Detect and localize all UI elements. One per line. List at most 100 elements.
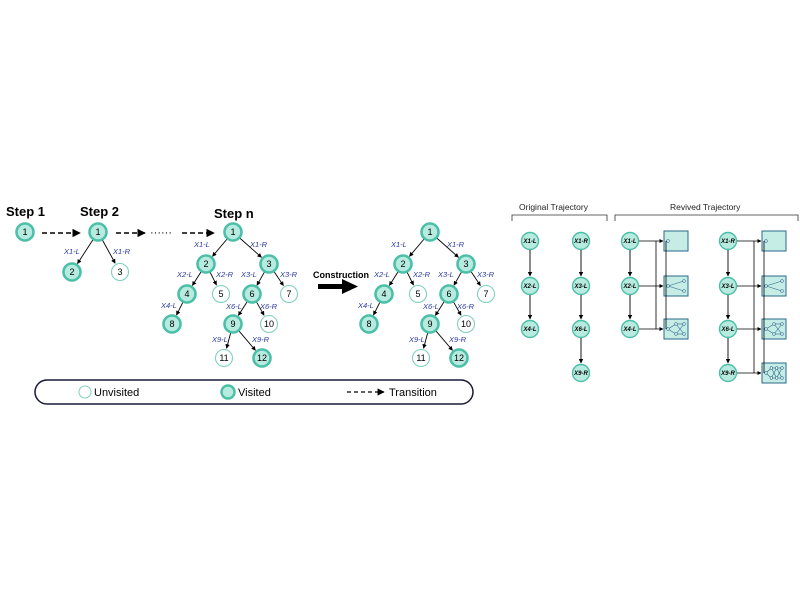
network-link: [776, 367, 783, 379]
node-number: 6: [446, 289, 451, 299]
tree-node-7: 7: [279, 284, 299, 304]
tree-node-4: 4: [177, 284, 197, 304]
step-1-title: Step 1: [6, 204, 45, 219]
tree-node-3: 3: [110, 262, 130, 282]
node-number: 2: [203, 259, 208, 269]
visited-node-circle: [196, 254, 216, 274]
unvisited-node-circle: [411, 348, 431, 368]
revived-node-x4-l: X4-L: [620, 319, 640, 339]
trajectory-node-circle: [620, 276, 640, 296]
tree-node-6: 6: [242, 284, 262, 304]
edge-label-x9-l: X9-L: [408, 335, 425, 344]
legend-transition-label: Transition: [389, 387, 437, 399]
tree-edge-3-6: [453, 271, 462, 286]
tree-node-12: 12: [449, 348, 469, 368]
node-number: 8: [169, 319, 174, 329]
original-node-x3-l: X3-L: [571, 276, 591, 296]
network-link: [773, 323, 783, 335]
network-icon: [761, 318, 787, 340]
revived-node-x9-r: X9-R: [718, 363, 738, 383]
node-number: 12: [257, 353, 267, 363]
edge-label-x6-l: X6-L: [225, 302, 242, 311]
network-unit: [674, 332, 678, 336]
legend: Unvisited Visited Transition: [34, 379, 474, 405]
trajectory-node-label: X6-L: [573, 327, 587, 333]
edge-label-x1-r: X1-R: [112, 247, 131, 256]
node-number: 5: [218, 289, 223, 299]
visited-node-circle: [393, 254, 413, 274]
tree-edge-2-5: [209, 271, 217, 286]
network-unit: [682, 332, 686, 336]
tree-edge-4-8: [373, 301, 381, 316]
network-link: [765, 285, 783, 292]
network-icon: [663, 318, 689, 340]
tree-edge-6-10: [453, 301, 462, 316]
edge-label-x1-r: X1-R: [446, 240, 465, 249]
tree-edge-3-7: [470, 271, 481, 287]
step-n-title: Step n: [214, 206, 254, 221]
tree-node-1: 1: [88, 222, 108, 242]
network-unit: [764, 284, 768, 288]
tree-node-10: 10: [456, 314, 476, 334]
edge-label-x6-r: X6-R: [456, 302, 475, 311]
visited-node-circle: [223, 314, 243, 334]
node-number: 5: [415, 289, 420, 299]
visited-node-circle: [162, 314, 182, 334]
network-unit: [666, 327, 670, 331]
original-node-x1-r: X1-R: [571, 231, 591, 251]
trajectory-node-circle: [620, 231, 640, 251]
network-unit: [666, 239, 670, 243]
visited-node-circle: [259, 254, 279, 274]
tree-edge-9-11: [422, 332, 429, 349]
node-number: 7: [483, 289, 488, 299]
node-number: 3: [266, 259, 271, 269]
unvisited-node-circle: [214, 348, 234, 368]
network-unit: [780, 332, 784, 336]
visited-node-circle: [177, 284, 197, 304]
network-unit: [772, 332, 776, 336]
edge-label-x3-r: X3-R: [279, 270, 298, 279]
node-number: 9: [427, 319, 432, 329]
unvisited-node-circle: [211, 284, 231, 304]
edge-label-x4-l: X4-L: [160, 301, 177, 310]
trajectory-section: Original Trajectory Revived Trajectory: [511, 202, 799, 221]
network-unit: [682, 322, 686, 326]
edge-label-x4-l: X4-L: [357, 301, 374, 310]
tree-edge-1-3: [239, 237, 262, 258]
original-node-x1-l: X1-L: [520, 231, 540, 251]
construction-label: Construction: [313, 270, 369, 280]
node-number: 11: [219, 353, 228, 363]
trajectory-node-label: X1-R: [720, 239, 735, 245]
unvisited-node-circle: [408, 284, 428, 304]
unvisited-node-circle: [110, 262, 130, 282]
visited-node-circle: [439, 284, 459, 304]
tree-node-3: 3: [456, 254, 476, 274]
network-icon: [761, 275, 787, 297]
tree-node-2: 2: [62, 262, 82, 282]
original-node-x2-l: X2-L: [520, 276, 540, 296]
revived-node-x3-l: X3-L: [718, 276, 738, 296]
tree-node-10: 10: [259, 314, 279, 334]
network-link: [675, 323, 685, 335]
tree-edge-9-12: [238, 330, 256, 351]
tree-edge-9-11: [225, 332, 232, 349]
trajectory-node-circle: [718, 276, 738, 296]
tree-edge-6-9: [434, 301, 445, 316]
visited-node-circle: [456, 254, 476, 274]
edge-label-x1-r: X1-R: [249, 240, 268, 249]
step-1-tree: 1: [15, 222, 35, 242]
tree-edge-1-3: [101, 239, 116, 264]
legend-visited-label: Visited: [238, 387, 271, 399]
visited-node-circle: [88, 222, 108, 242]
edge-label-x1-l: X1-L: [390, 240, 407, 249]
tree-node-1: 1: [420, 222, 440, 242]
original-node-x6-l: X6-L: [571, 319, 591, 339]
tree-node-2: 2: [393, 254, 413, 274]
network-unit: [769, 366, 773, 370]
trajectory-node-label: X3-L: [573, 284, 587, 290]
node-number: 1: [95, 227, 100, 237]
node-number: 12: [454, 353, 464, 363]
unvisited-node-circle: [279, 284, 299, 304]
